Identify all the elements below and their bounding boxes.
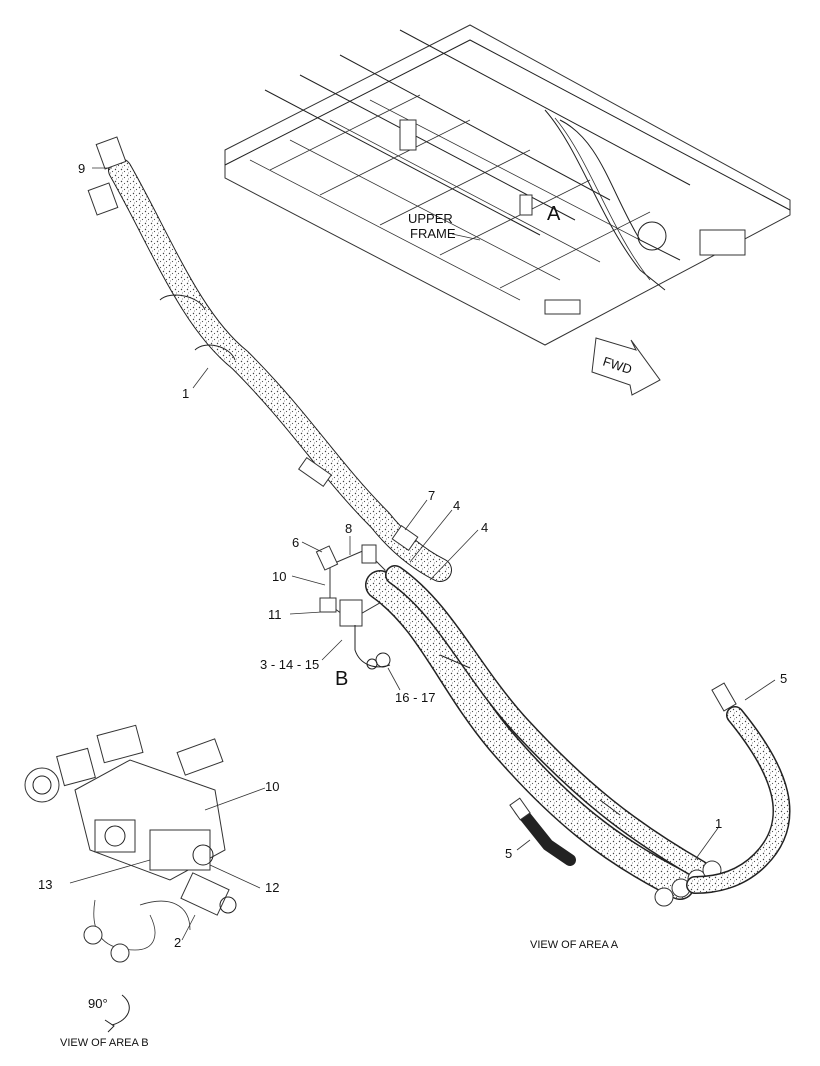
- callout-5-right: 5: [780, 671, 787, 686]
- area-b-marker: B: [335, 668, 348, 690]
- callout-11: 11: [268, 607, 282, 622]
- callout-10-main: 10: [272, 569, 286, 584]
- callout-8: 8: [345, 521, 352, 536]
- forward-arrow-icon: FWD: [591, 337, 661, 396]
- callout-16-17: 16 - 17: [395, 690, 435, 705]
- callout-2: 2: [174, 935, 181, 950]
- valve-block-main: [315, 544, 391, 670]
- callout-13: 13: [38, 877, 52, 892]
- hose-5-left: [509, 797, 576, 866]
- lower-hose-bundle: [365, 565, 722, 907]
- callout-leaders: [69, 167, 776, 941]
- area-a-marker: A: [547, 203, 561, 225]
- upper-frame-drawing: [224, 24, 791, 346]
- upper-hose-assembly: [87, 136, 452, 582]
- callout-10-view: 10: [265, 779, 279, 794]
- caption-view-of-area-b: VIEW OF AREA B: [60, 1037, 149, 1049]
- caption-view-of-area-a: VIEW OF AREA A: [530, 939, 619, 951]
- callout-4-b: 4: [481, 520, 488, 535]
- rotation-label: 90°: [88, 996, 108, 1011]
- callout-1-top: 1: [182, 386, 189, 401]
- rotation-arrow-icon: [104, 994, 130, 1033]
- callout-3-14-15: 3 - 14 - 15: [260, 657, 319, 672]
- hose-5-right: [686, 682, 791, 894]
- callout-6: 6: [292, 535, 299, 550]
- callout-7: 7: [428, 488, 435, 503]
- callout-5-left: 5: [505, 846, 512, 861]
- upper-frame-label-line2: FRAME: [410, 226, 456, 241]
- callout-9: 9: [78, 161, 85, 176]
- callout-4-a: 4: [453, 498, 460, 513]
- callout-1-bottom: 1: [715, 816, 722, 831]
- upper-frame-label-line1: UPPER: [408, 211, 453, 226]
- view-of-area-b-drawing: [24, 724, 237, 963]
- callout-12: 12: [265, 880, 279, 895]
